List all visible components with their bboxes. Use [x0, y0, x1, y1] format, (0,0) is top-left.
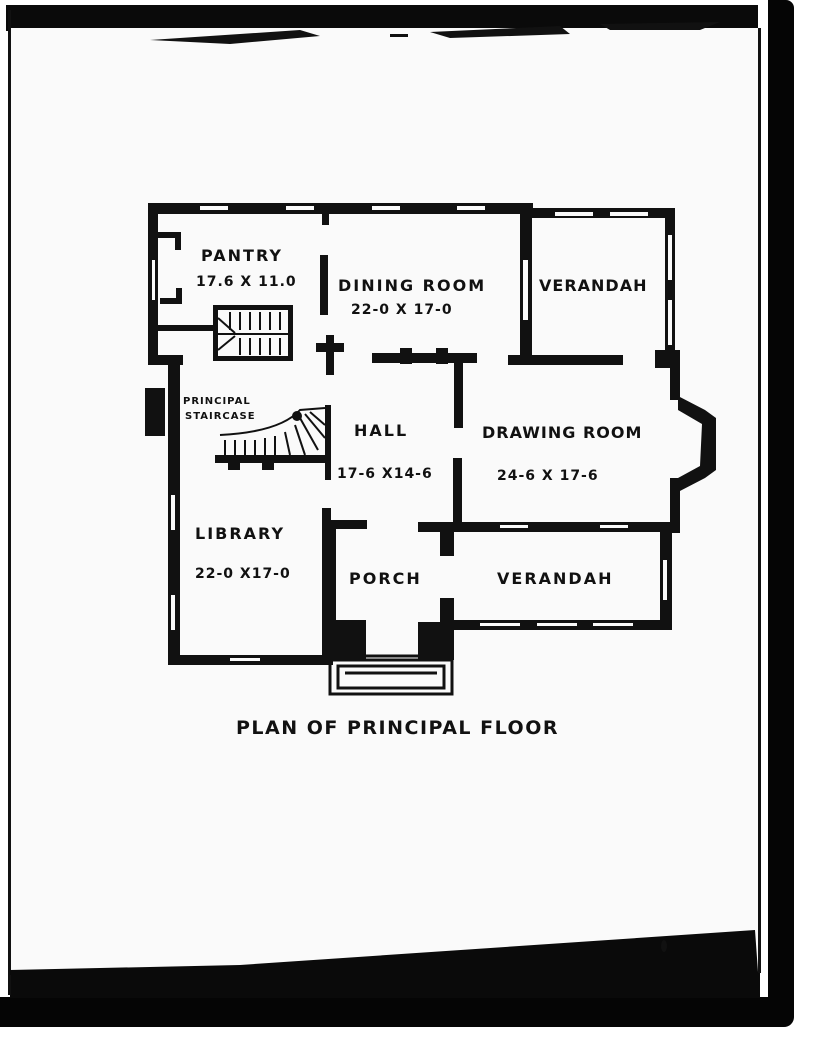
hall-label: HALL — [354, 421, 409, 440]
film-edge-right — [758, 28, 761, 973]
porch-label: PORCH — [349, 569, 422, 588]
plan-caption: PLAN OF PRINCIPAL FLOOR — [236, 717, 559, 739]
dining-room-dimensions: 22-0 X 17-0 — [351, 302, 453, 318]
staircase-label-line1: PRINCIPAL — [183, 396, 251, 407]
film-edge-bottom — [10, 970, 760, 998]
dining-room-label: DINING ROOM — [338, 276, 487, 295]
verandah-upper-label: VERANDAH — [539, 276, 648, 295]
library-dimensions: 22-0 X17-0 — [195, 566, 291, 582]
drawing-room-dimensions: 24-6 X 17-6 — [497, 468, 599, 484]
verandah-lower-label: VERANDAH — [497, 569, 614, 588]
principal-stair-treads — [147, 392, 326, 456]
staircase-label-line2: STAIRCASE — [185, 411, 256, 422]
library-label: LIBRARY — [195, 524, 286, 543]
pantry-label: PANTRY — [201, 246, 283, 265]
frame-border-bottom — [0, 997, 794, 1027]
pantry-stair-treads — [217, 312, 288, 355]
hall-dimensions: 17-6 X14-6 — [337, 466, 433, 482]
paper-sheet — [11, 28, 758, 972]
scan-shadow-bottom — [10, 930, 758, 975]
scan-noise-top — [150, 22, 720, 44]
windows — [152, 206, 672, 661]
pantry-dimensions: 17.6 X 11.0 — [196, 274, 297, 290]
frame-border-right — [768, 0, 794, 1025]
drawing-room-label: DRAWING ROOM — [482, 423, 643, 442]
porch-steps — [328, 654, 454, 696]
walls — [145, 203, 716, 665]
film-edge-left — [8, 10, 11, 995]
